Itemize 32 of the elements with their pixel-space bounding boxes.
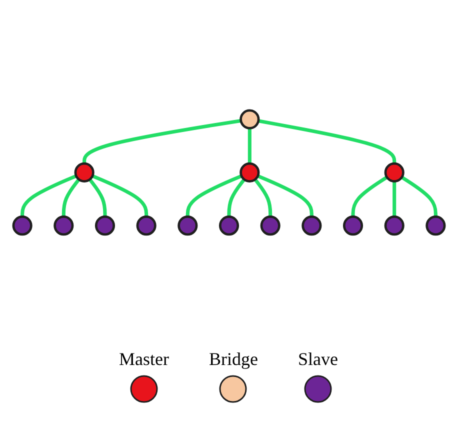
node-circle	[177, 216, 198, 236]
connector	[61, 178, 80, 217]
node-circle	[260, 216, 280, 236]
node-circle	[384, 216, 404, 236]
node-circle	[239, 162, 260, 183]
node-circle	[425, 216, 446, 236]
connector	[91, 174, 148, 217]
node-circle	[239, 109, 260, 130]
legend-label: Slave	[298, 349, 338, 370]
connector	[88, 178, 106, 217]
legend-label: Bridge	[208, 349, 258, 370]
node-circle	[301, 216, 322, 236]
connector	[392, 181, 396, 217]
connector	[253, 178, 272, 217]
connector	[20, 174, 76, 217]
connector	[185, 174, 242, 217]
node-circle	[74, 162, 94, 183]
connector	[256, 174, 313, 217]
node-circle	[136, 216, 156, 236]
node-circle	[53, 216, 74, 236]
connector	[350, 176, 388, 217]
connector	[226, 178, 246, 217]
node-circle	[384, 162, 404, 183]
node-circle	[94, 216, 115, 236]
node-circle	[12, 216, 32, 236]
node-circle	[218, 216, 239, 236]
legend-label: Master	[119, 349, 169, 370]
connector	[258, 119, 396, 164]
node-circle	[342, 216, 363, 236]
connector	[400, 176, 437, 217]
connector	[82, 119, 241, 164]
connector	[247, 128, 251, 164]
